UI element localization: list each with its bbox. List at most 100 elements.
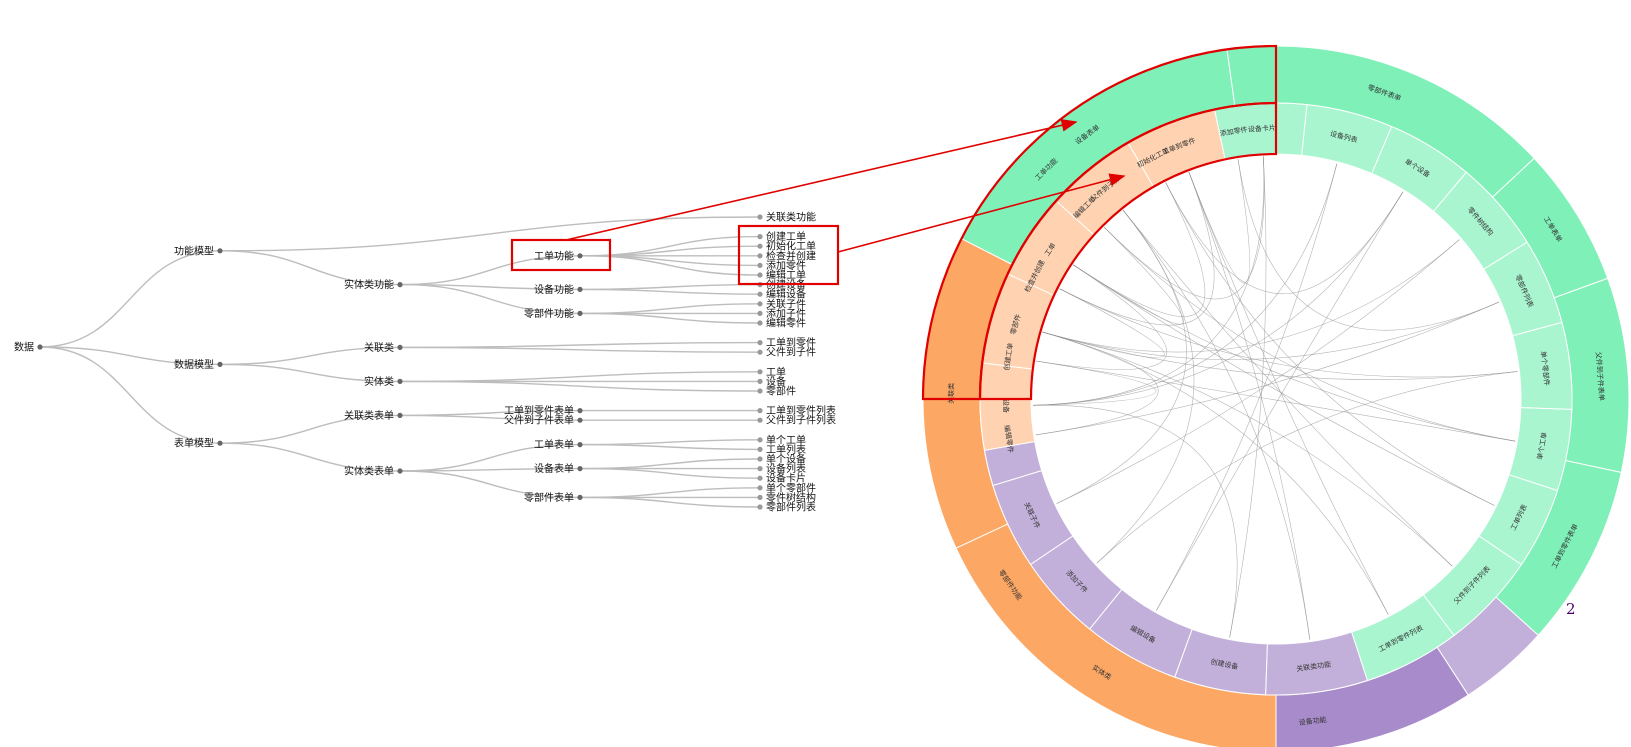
tree-node-label: 数据	[14, 341, 34, 354]
tree-link	[39, 346, 221, 366]
tree-link	[219, 250, 401, 286]
chord-link	[1103, 156, 1265, 300]
inner-ring-segment	[1483, 241, 1563, 337]
tree-leaf-dot	[757, 320, 763, 326]
tree-leaf-label: 编辑工单	[766, 269, 806, 282]
chord-link	[1033, 405, 1238, 638]
inner-ring-segment	[1371, 125, 1467, 213]
chord-link	[1033, 191, 1404, 406]
inner-ring-segment-label: 设备卡片	[1248, 123, 1276, 133]
tree-link	[579, 458, 761, 470]
tree-node-label: 实体类表单	[344, 465, 394, 478]
tree-leaf-label: 创建工单	[766, 230, 806, 243]
chord-link	[1165, 182, 1495, 506]
chord-link	[1035, 301, 1499, 436]
tree-node-label: 表单模型	[174, 437, 214, 450]
chord-link	[1033, 163, 1338, 406]
tree-leaf-label: 编辑零件	[766, 317, 806, 330]
tree-node-label: 功能模型	[174, 244, 214, 257]
tree-leaf-label: 设备卡片	[766, 472, 806, 485]
tree-leaf-label: 父件到子件列表	[766, 414, 836, 427]
chord-link	[1096, 371, 1518, 564]
tree-leaf-dot	[757, 340, 763, 346]
highlight-annotations	[510, 119, 1126, 286]
inner-ring-segment	[1301, 104, 1393, 175]
chord-link	[1188, 172, 1389, 615]
tree-link	[579, 283, 761, 291]
tree-node-dot	[217, 440, 223, 446]
inner-ring-segment-label: 添加零件	[1219, 125, 1248, 138]
tree-leaf-dot	[757, 475, 763, 481]
radial-ring-chart: 工单功能零部件功能设备功能工单到零件表单父件到子件表单工单表单零部件表单设备表单…	[921, 44, 1630, 747]
tree-link	[399, 346, 761, 353]
tree-leaf-dot	[757, 234, 763, 240]
tree-node-label: 设备功能	[534, 283, 574, 296]
chord-link	[1033, 156, 1265, 406]
chord-link	[1103, 226, 1516, 442]
inner-ring-segment-label: 编辑零件	[1002, 424, 1015, 453]
chord-link	[1237, 158, 1499, 331]
tree-leaf-dot	[757, 272, 763, 278]
chord-link	[1035, 331, 1159, 436]
tree-link	[219, 442, 401, 472]
chord-link	[1096, 209, 1195, 564]
tree-link	[399, 414, 581, 421]
inner-ring-highlight	[978, 101, 1278, 401]
chord-link	[1042, 288, 1165, 358]
tree-leaf-label: 设备列表	[766, 462, 806, 475]
chord-link	[1073, 264, 1495, 506]
chord-link	[1042, 331, 1389, 615]
tree-leaf-label: 零部件列表	[766, 501, 816, 514]
tree-node-dot	[397, 412, 403, 418]
chord-link	[1188, 158, 1250, 284]
tree-leaf-dot	[757, 485, 763, 491]
tree-link	[579, 439, 761, 446]
tree-node-dot	[37, 344, 43, 350]
tree-node-label: 实体类	[364, 375, 394, 388]
tree-link	[39, 250, 221, 348]
chord-link	[1056, 239, 1460, 504]
tree-node-dot	[577, 408, 583, 414]
inner-ring-segment-label: 单个零部件	[1539, 350, 1552, 386]
inner-ring-segment	[1422, 535, 1523, 637]
chord-link	[1156, 163, 1338, 611]
tree-node-dot	[577, 466, 583, 472]
tree-link	[579, 487, 761, 499]
inner-ring-segment	[1351, 593, 1455, 682]
tree-leaf-dot	[757, 310, 763, 316]
tree-leaf-dot	[757, 417, 763, 423]
tree-leaf-dot	[757, 504, 763, 510]
tree-leaf-dot	[757, 243, 763, 249]
tree-leaf-label: 工单	[766, 366, 786, 378]
tree-leaf-label: 工单到零件列表	[766, 404, 836, 417]
tree-node-label: 父件到子件表单	[504, 414, 574, 427]
inner-ring-segment	[992, 470, 1074, 566]
outer-ring-segment-label: 父件到子件表单	[1594, 352, 1606, 402]
tree-leaf-dot	[757, 262, 763, 268]
tree-leaf-dot	[757, 466, 763, 472]
tree-node-dot	[577, 442, 583, 448]
inner-ring-segment	[1174, 628, 1268, 696]
tree-leaf-label: 添加零件	[766, 259, 806, 272]
tree-link	[219, 346, 401, 366]
tree-node-label: 设备表单	[534, 462, 574, 475]
outer-ring-segment-label: 关联类	[946, 383, 955, 404]
tree-node-dot	[577, 494, 583, 500]
page-number: 2	[1566, 600, 1576, 618]
highlight-box-leaves	[737, 224, 840, 286]
tree-node-dot	[217, 361, 223, 367]
tree-node-dot	[577, 310, 583, 316]
inner-ring-segment	[1265, 631, 1369, 696]
tree-leaf-label: 检查并创建	[766, 249, 816, 262]
tree-link	[399, 443, 581, 472]
tree-leaf-dot	[757, 301, 763, 307]
chord-link	[1042, 301, 1499, 360]
inner-ring-segment	[1478, 474, 1559, 566]
tree-link	[579, 288, 761, 295]
tree-node-dot	[217, 248, 223, 254]
tree-node-label: 关联类	[364, 341, 394, 354]
tree-leaf-dot	[757, 291, 763, 297]
tree-node-label: 工单表单	[534, 438, 574, 451]
tree-node-label: 零部件表单	[524, 491, 574, 504]
